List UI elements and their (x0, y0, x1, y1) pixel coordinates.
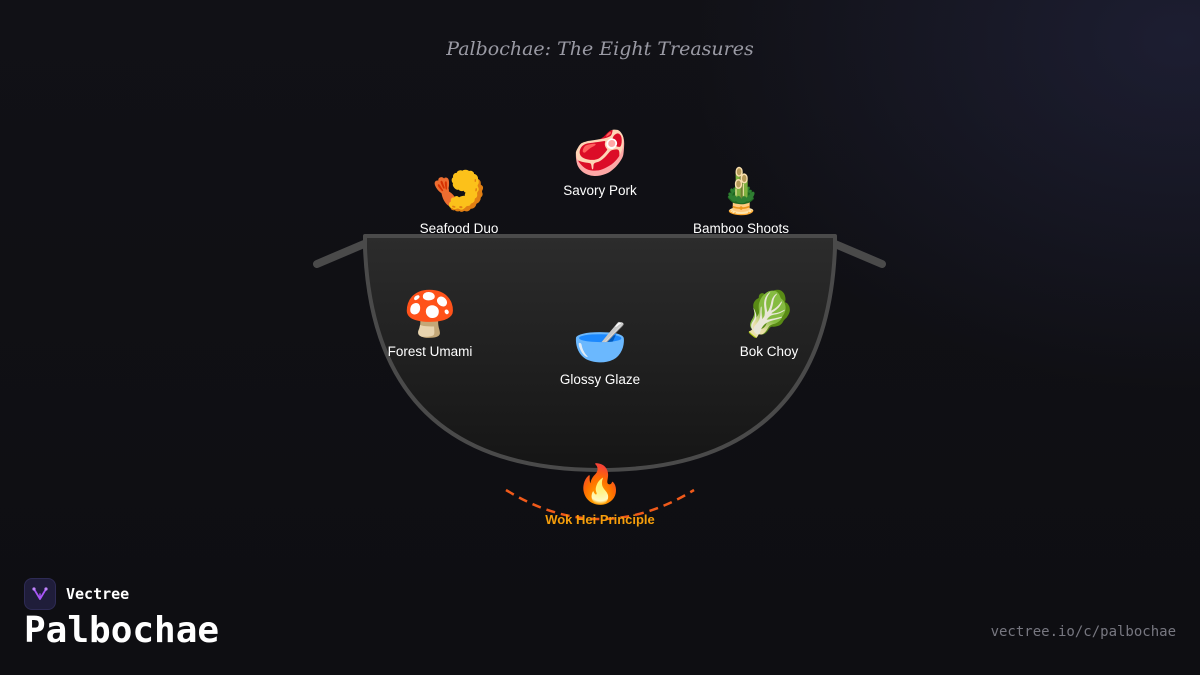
wok-right-handle (831, 240, 886, 268)
ingredient-seafood-duo: 🍤 Seafood Duo (379, 167, 539, 236)
ingredient-bok-choy: 🥬 Bok Choy (689, 290, 849, 359)
page-title: Palbochae (24, 610, 220, 651)
bamboo-icon: 🎍 (713, 167, 769, 216)
ingredient-label: Bok Choy (739, 344, 799, 359)
fire-icon: 🔥 (576, 464, 624, 506)
bowl-icon: 🥣 (572, 318, 628, 367)
ingredient-label: Savory Pork (563, 183, 637, 198)
diagram-title: Palbochae: The Eight Treasures (446, 38, 754, 60)
wok-left-handle (313, 240, 368, 268)
heat-label: Wok Hei Principle (545, 512, 655, 527)
ingredient-label: Glossy Glaze (559, 372, 641, 387)
ingredient-label: Seafood Duo (419, 221, 499, 236)
brand-name: Vectree (66, 585, 130, 603)
ingredient-bamboo-shoots: 🎍 Bamboo Shoots (661, 167, 821, 236)
wok-bowl (363, 234, 837, 472)
heat-source: 🔥 Wok Hei Principle (520, 462, 680, 527)
heat-arc (505, 488, 695, 521)
ingredient-label: Forest Umami (387, 344, 473, 359)
ingredient-savory-pork: 🥩 Savory Pork (520, 129, 680, 198)
brand[interactable]: Vectree (24, 577, 129, 611)
shrimp-icon: 🍤 (431, 167, 487, 216)
ingredient-glossy-glaze: 🥣 Glossy Glaze (520, 318, 680, 387)
ingredient-forest-umami: 🍄 Forest Umami (350, 290, 510, 359)
page-url-link[interactable]: vectree.io/c/palbochae (990, 624, 1176, 640)
vectree-logo-icon (24, 578, 56, 610)
ingredient-label: Bamboo Shoots (692, 221, 790, 236)
meat-icon: 🥩 (572, 129, 628, 178)
leafy-green-icon: 🥬 (741, 290, 797, 339)
mushroom-icon: 🍄 (402, 290, 458, 339)
